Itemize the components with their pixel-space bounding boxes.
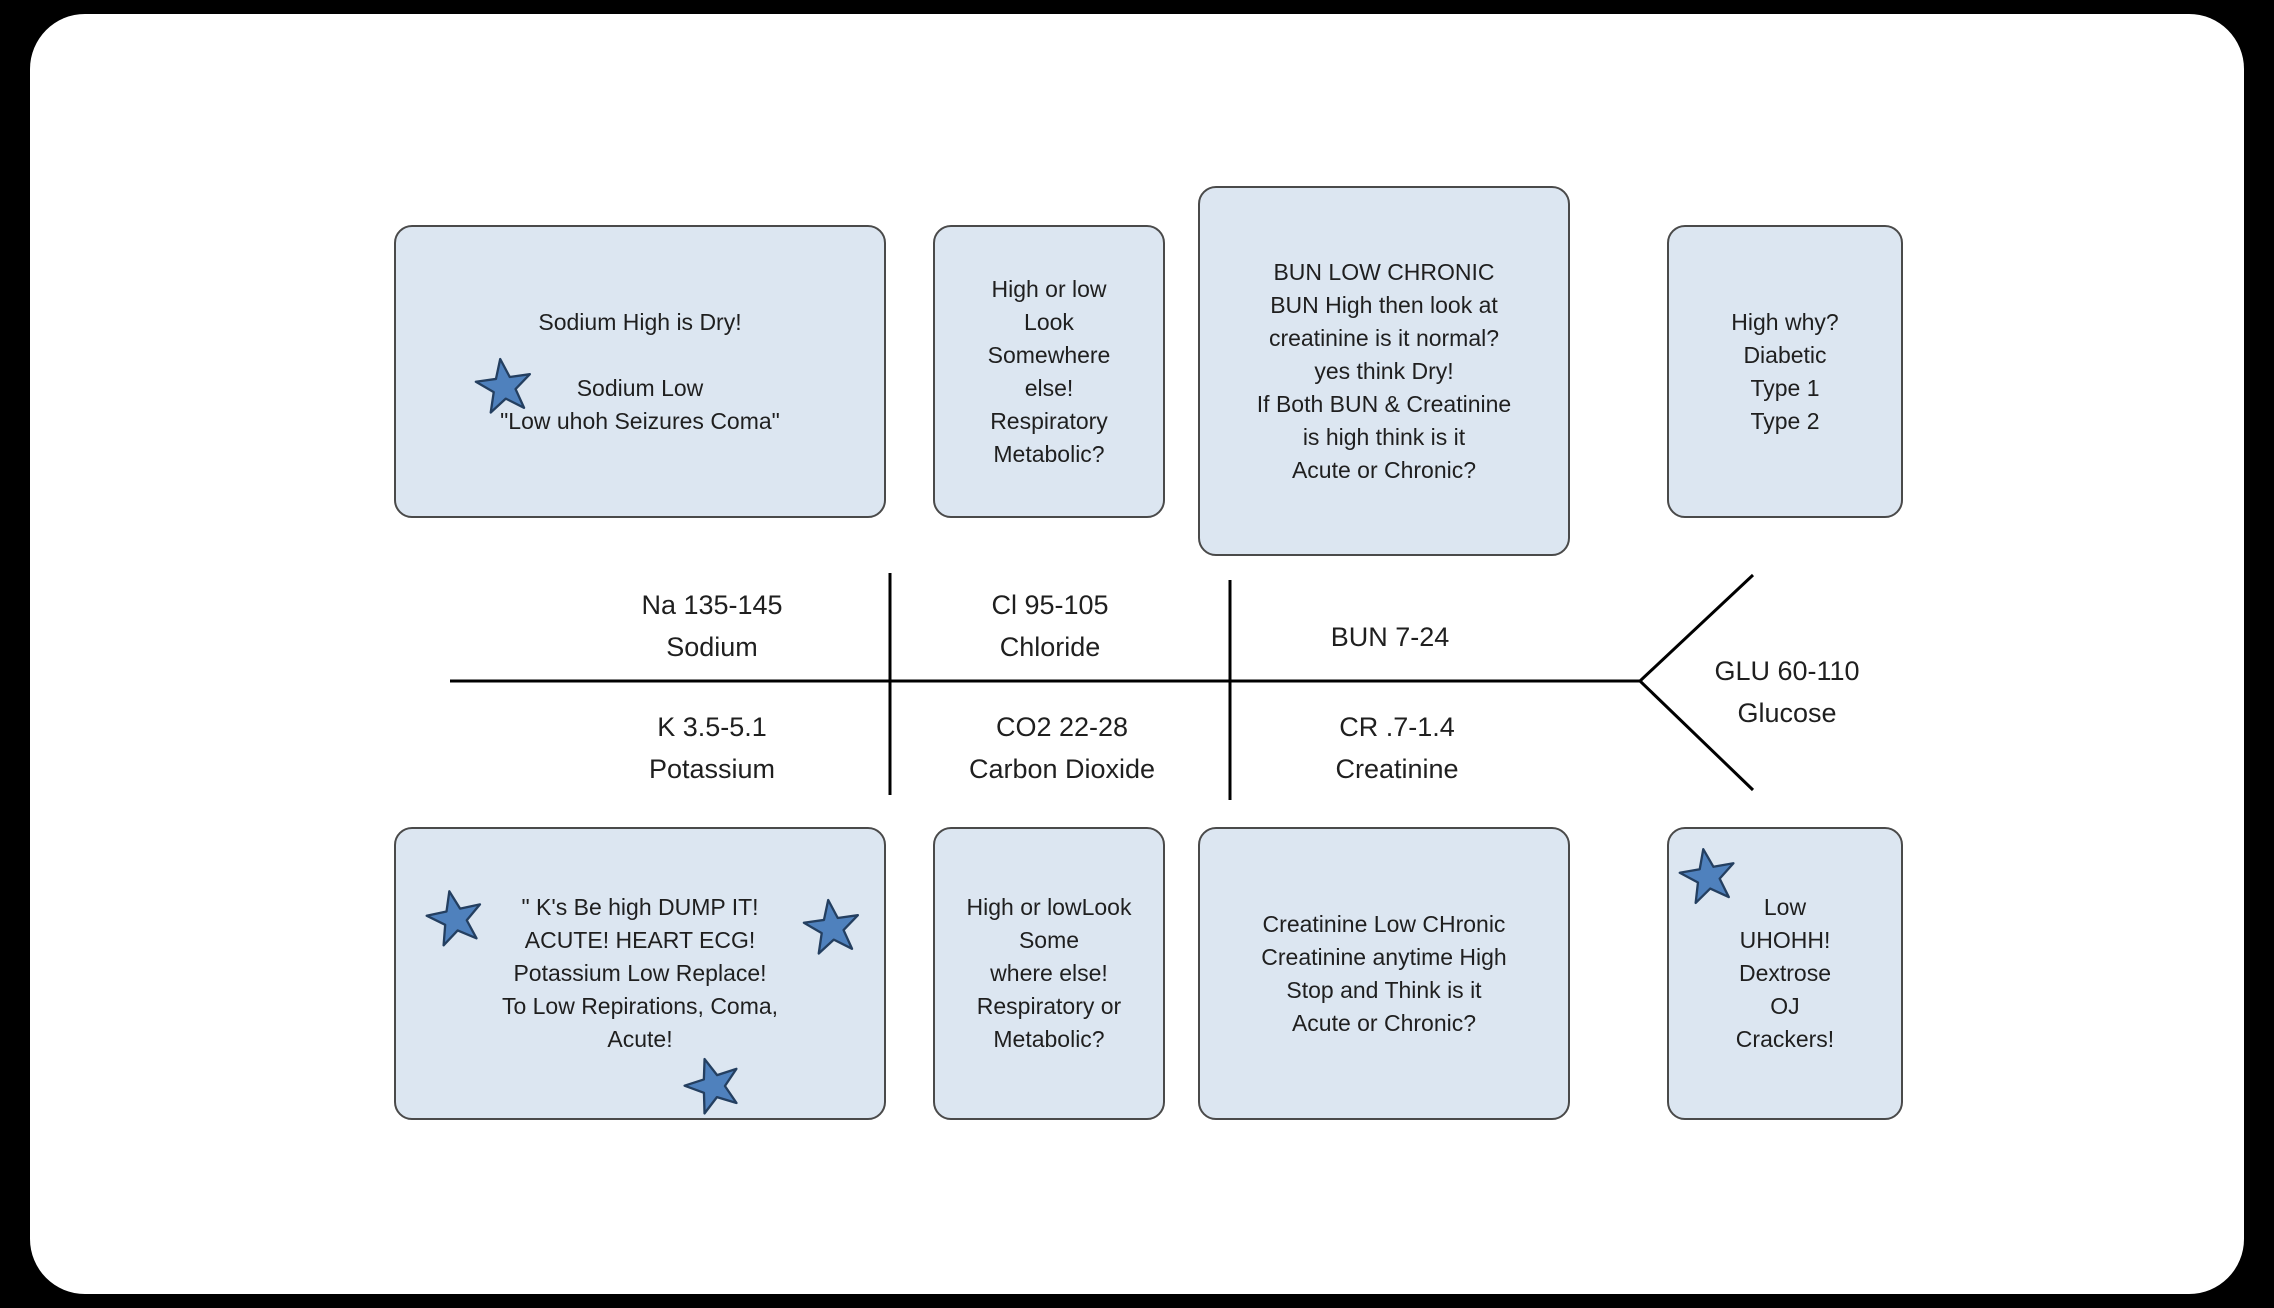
label-bun-range: BUN 7-24 — [1330, 622, 1450, 652]
label-sodium-range: Na 135-145 Sodium — [641, 590, 783, 662]
note-sodium: Sodium High is Dry! Sodium Low "Low uhoh… — [394, 225, 886, 518]
note-potassium: " K's Be high DUMP IT! ACUTE! HEART ECG!… — [394, 827, 886, 1120]
note-creatinine-text: Creatinine Low CHronic Creatinine anytim… — [1261, 910, 1507, 1036]
label-carbon-dioxide-range: CO2 22-28 Carbon Dioxide — [968, 712, 1156, 784]
note-glucose-high-text: High why? Diabetic Type 1 Type 2 — [1731, 308, 1839, 434]
note-chloride: High or low Look Somewhere else! Respira… — [933, 225, 1165, 518]
note-glucose-high: High why? Diabetic Type 1 Type 2 — [1667, 225, 1903, 518]
label-glucose-range: GLU 60-110 Glucose — [1714, 656, 1860, 728]
star-icon — [425, 890, 482, 947]
label-creatinine-range: CR .7-1.4 Creatinine — [1335, 712, 1459, 784]
star-icon — [802, 898, 860, 955]
star-icon — [474, 357, 532, 414]
note-potassium-text: " K's Be high DUMP IT! ACUTE! HEART ECG!… — [501, 894, 779, 1052]
label-chloride-range: Cl 95-105 Chloride — [991, 590, 1109, 662]
note-carbon-dioxide: High or lowLook Some where else! Respira… — [933, 827, 1165, 1120]
note-sodium-text: Sodium High is Dry! Sodium Low "Low uhoh… — [500, 308, 780, 434]
star-icon — [1678, 847, 1735, 905]
note-glucose-low: Low UHOHH! Dextrose OJ Crackers! — [1667, 827, 1903, 1120]
note-bun-text: BUN LOW CHRONIC BUN High then look at cr… — [1256, 258, 1512, 483]
note-carbon-dioxide-text: High or lowLook Some where else! Respira… — [966, 894, 1132, 1052]
note-glucose-low-text: Low UHOHH! Dextrose OJ Crackers! — [1735, 894, 1835, 1052]
label-potassium-range: K 3.5-5.1 Potassium — [648, 712, 776, 784]
note-creatinine: Creatinine Low CHronic Creatinine anytim… — [1198, 827, 1570, 1120]
star-icon — [683, 1057, 738, 1115]
note-chloride-text: High or low Look Somewhere else! Respira… — [987, 275, 1111, 467]
note-bun: BUN LOW CHRONIC BUN High then look at cr… — [1198, 186, 1570, 556]
